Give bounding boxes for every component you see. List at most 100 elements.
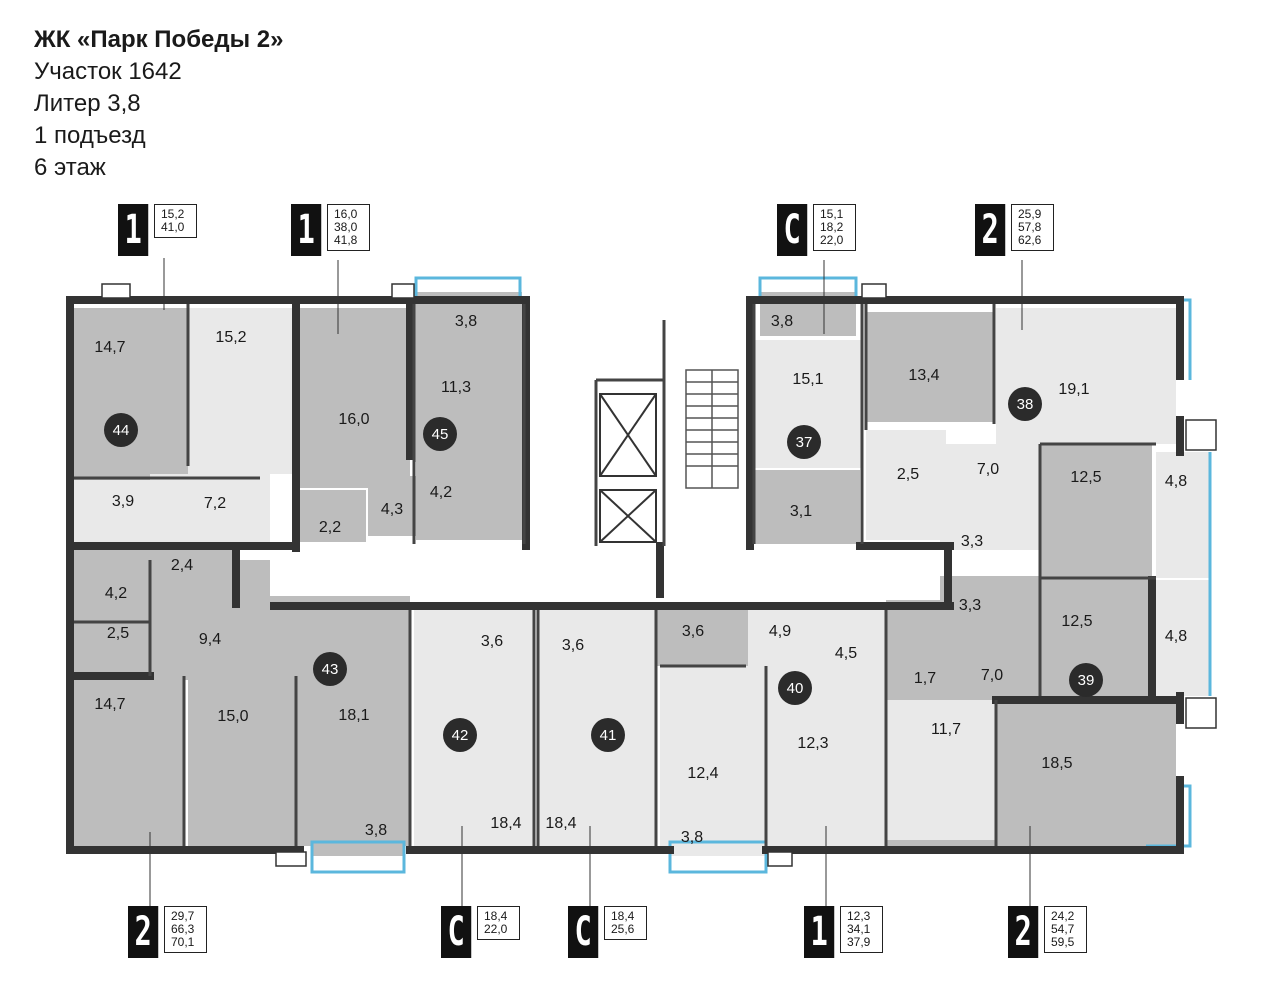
apartment-type-icon: С [777, 204, 808, 256]
room-fill [670, 810, 766, 856]
room-area: 12,5 [1070, 469, 1101, 486]
room-area: 12,4 [687, 765, 718, 782]
room-area: 3,6 [481, 633, 503, 650]
room-area: 13,4 [908, 367, 939, 384]
window [1185, 697, 1217, 729]
complex-name: ЖК «Парк Победы 2» [34, 26, 284, 53]
room-area: 3,9 [112, 493, 134, 510]
room-area: 1,7 [914, 670, 936, 687]
wall [762, 776, 1184, 854]
room-area: 18,4 [490, 815, 521, 832]
elevator [599, 489, 657, 543]
room-fill [296, 308, 410, 488]
area-value: 18,2 [820, 220, 844, 234]
apartment-number: 37 [796, 434, 813, 451]
window [767, 851, 793, 867]
room-fill [416, 462, 524, 540]
room-fill [188, 308, 296, 474]
room-area: 4,8 [1165, 628, 1187, 645]
area-value: 24,2 [1051, 909, 1075, 923]
room-area: 4,3 [381, 501, 403, 518]
apartment-areas: 16,0 38,0 41,8 [327, 204, 370, 251]
room-area: 11,7 [931, 721, 961, 738]
apartment-type-tag: 1 15,2 41,0 [118, 204, 197, 256]
area-value: 22,0 [820, 233, 844, 247]
elevators [599, 393, 657, 543]
room-area: 15,0 [217, 708, 248, 725]
room-area: 4,2 [105, 585, 127, 602]
apartment-number: 45 [432, 426, 449, 443]
room-area: 9,4 [199, 631, 221, 648]
room-area: 2,5 [897, 466, 919, 483]
window [275, 851, 307, 867]
area-value: 57,8 [1018, 220, 1042, 234]
area-value: 62,6 [1018, 233, 1042, 247]
room-area: 3,1 [790, 503, 812, 520]
apartment-type-icon: 1 [118, 204, 149, 256]
leader-lines [149, 258, 1031, 906]
area-value: 41,8 [334, 233, 358, 247]
apartment-type-icon: 1 [804, 906, 835, 958]
area-value: 34,1 [847, 922, 871, 936]
window [101, 283, 131, 299]
area-value: 25,6 [611, 922, 635, 936]
area-value: 70,1 [171, 935, 195, 949]
windows [101, 283, 1217, 867]
room-area: 3,8 [681, 829, 703, 846]
room-fill [74, 678, 184, 846]
apartment-areas: 18,4 25,6 [604, 906, 647, 940]
room-fill [296, 490, 366, 542]
apartment-type-tag: С 18,4 22,0 [441, 906, 520, 958]
room-fill [886, 700, 996, 840]
area-value: 25,9 [1018, 207, 1042, 221]
staircase [685, 369, 739, 489]
room-fill [996, 700, 1176, 846]
room-area: 7,0 [977, 461, 999, 478]
room-fill [1156, 452, 1210, 578]
room-fill [940, 576, 1050, 696]
room-fill [74, 480, 154, 542]
apartment-type-tag: С 18,4 25,6 [568, 906, 647, 958]
partitions [74, 304, 1156, 846]
area-value: 15,1 [820, 207, 844, 221]
apartment-badge [787, 425, 821, 459]
elevator [599, 393, 657, 477]
apartment-number: 44 [113, 422, 130, 439]
apartment-number: 41 [600, 727, 617, 744]
area-value: 22,0 [484, 922, 508, 936]
apartment-type-tag: С 15,1 18,2 22,0 [777, 204, 856, 256]
room-area-labels: 14,7 15,2 16,0 3,8 11,3 3,8 15,1 13,4 19… [94, 313, 1187, 846]
plot-number: Участок 1642 [34, 58, 182, 85]
apartment-areas: 15,2 41,0 [154, 204, 197, 238]
room-area: 3,6 [562, 637, 584, 654]
room-area: 14,7 [94, 339, 125, 356]
wall [66, 296, 304, 854]
walls [66, 296, 1184, 854]
room-area: 3,8 [365, 822, 387, 839]
room-area: 3,3 [961, 533, 983, 550]
apartment-type-icon: 2 [1008, 906, 1039, 958]
room-area: 4,9 [769, 623, 791, 640]
area-value: 12,3 [847, 909, 871, 923]
apartment-number: 42 [452, 727, 469, 744]
area-value: 15,2 [161, 207, 185, 221]
apartment-areas: 18,4 22,0 [477, 906, 520, 940]
room-area: 15,1 [792, 371, 823, 388]
room-area: 4,8 [1165, 473, 1187, 490]
apartment-badge [1069, 663, 1103, 697]
apartment-number: 40 [787, 680, 804, 697]
wall [746, 296, 1184, 380]
apartment-number: 38 [1017, 396, 1034, 413]
room-area: 3,8 [455, 313, 477, 330]
area-value: 38,0 [334, 220, 358, 234]
room-area: 3,3 [959, 597, 981, 614]
apartment-type-icon: С [441, 906, 472, 958]
apartment-areas: 12,3 34,1 37,9 [840, 906, 883, 953]
apartment-badges: 44 45 37 38 43 42 41 40 39 [104, 387, 1103, 752]
room-area: 4,5 [835, 645, 857, 662]
room-fill [940, 444, 1050, 550]
room-area: 3,8 [771, 313, 793, 330]
apartment-areas: 29,7 66,3 70,1 [164, 906, 207, 953]
room-fill [1156, 580, 1210, 696]
